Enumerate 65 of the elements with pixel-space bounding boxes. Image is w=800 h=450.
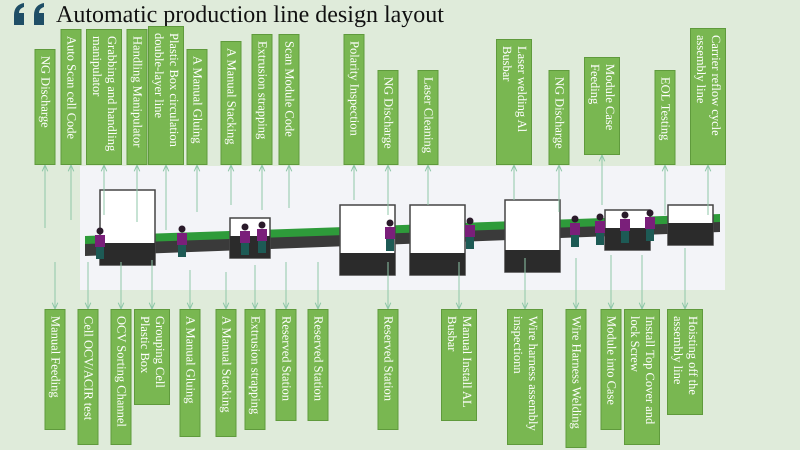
leader-line <box>598 154 606 206</box>
callout-label: Manual Install AL Busbar <box>441 309 477 421</box>
leader-line <box>42 164 48 228</box>
leader-line <box>286 164 292 208</box>
callout-label: NG Discharge <box>548 70 570 165</box>
callout-label: A Manual Stacking <box>216 309 236 437</box>
callout-label: A Manual Stacking <box>220 41 242 165</box>
callout-label: Scan Module Code <box>278 34 300 165</box>
callout-label: EOL Testing <box>654 70 676 165</box>
leader-line <box>68 164 74 220</box>
leader-line <box>572 258 580 310</box>
leader-line <box>186 270 194 310</box>
callout-label: Reserved Station <box>378 309 398 430</box>
callout-label: Cell OCV/ACIR test <box>78 309 98 445</box>
leader-line <box>556 164 562 212</box>
callout-label: Wire harness assembly inspectionn <box>507 309 543 445</box>
callout-label: A Manual Gluing <box>180 309 200 437</box>
leader-line <box>52 262 58 310</box>
leader-line <box>384 164 392 216</box>
leader-line <box>258 164 266 210</box>
callout-label: Module Case Feeding <box>584 57 620 155</box>
callout-label: Wire Harness Welding <box>566 309 586 448</box>
leader-line <box>228 164 234 206</box>
leader-line <box>424 164 432 206</box>
leader-line <box>84 262 92 310</box>
leader-line <box>134 164 140 222</box>
callout-label: Module into Case <box>600 309 622 430</box>
callout-label: Extrusion strapping <box>252 34 272 165</box>
callout-label: Polarity Inspection <box>344 34 364 165</box>
callout-label: Plastic Box circulation double-layer line <box>148 26 184 165</box>
callout-label: Carrier reflow cycle assembly line <box>690 28 726 165</box>
leader-line <box>456 262 462 310</box>
leader-line <box>662 164 668 216</box>
leader-line <box>162 164 170 230</box>
leader-line <box>522 258 528 310</box>
callout-label: Reserved Station <box>308 309 328 421</box>
leader-line <box>252 264 258 310</box>
callout-label: NG Discharge <box>34 49 56 165</box>
callout-label: Laser welding Al Busbar <box>496 39 532 165</box>
callout-label: NG Discharge <box>378 70 398 165</box>
leader-line <box>314 262 322 310</box>
leader-line <box>704 164 712 216</box>
leader-line <box>682 248 688 310</box>
callout-label: Auto Scan cell Code <box>60 29 82 165</box>
leader-line <box>384 262 392 310</box>
leader-line <box>608 254 614 310</box>
leader-line <box>118 262 124 310</box>
callout-label: Extrusion strapping <box>244 309 266 430</box>
callout-label: Grouping Cell Plastic Box <box>134 309 170 405</box>
leader-line <box>222 272 230 310</box>
callout-label: Manual Feeding <box>44 309 66 430</box>
callout-label: Laser Cleaning <box>418 70 438 165</box>
callout-label: A Manual Gluing <box>186 49 208 165</box>
leader-line <box>350 164 358 200</box>
leader-line <box>282 262 290 310</box>
leader-line <box>638 254 646 310</box>
callout-label: Reserved Station <box>276 309 296 421</box>
leader-line <box>148 260 156 310</box>
leader-line <box>194 164 200 212</box>
leader-line <box>100 164 108 216</box>
callout-label: Grabbing and handling manipulator <box>86 29 122 165</box>
leader-line <box>510 164 518 200</box>
callout-label: Handling Manipulator <box>126 29 148 165</box>
callout-label: OCV Sorting Channel <box>110 309 132 445</box>
callout-label: Install Top Cover and lock Screw <box>624 309 660 445</box>
